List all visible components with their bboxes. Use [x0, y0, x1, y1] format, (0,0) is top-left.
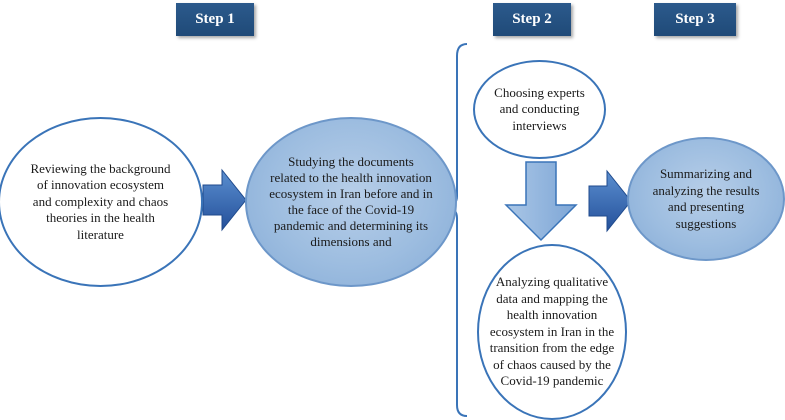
summarize-results-node: Summarizing and analyzing the results an…	[627, 137, 785, 261]
review-literature-node: Reviewing the background of innovation e…	[0, 117, 203, 287]
choose-experts-node: Choosing experts and conducting intervie…	[473, 60, 606, 159]
step-3-label: Step 3	[654, 3, 736, 36]
right-arrow-2	[588, 169, 632, 233]
down-arrow	[504, 161, 578, 242]
step-2-label: Step 2	[493, 3, 571, 36]
study-documents-text: Studying the documents related to the he…	[269, 154, 433, 249]
step-1-label: Step 1	[176, 3, 254, 36]
analyze-data-text: Analyzing qualitative data and mapping t…	[489, 274, 615, 389]
review-literature-text: Reviewing the background of innovation e…	[30, 160, 171, 242]
choose-experts-text: Choosing experts and conducting intervie…	[494, 84, 585, 133]
summarize-results-text: Summarizing and analyzing the results an…	[652, 166, 760, 231]
study-documents-node: Studying the documents related to the he…	[245, 117, 457, 287]
analyze-data-node: Analyzing qualitative data and mapping t…	[477, 244, 627, 420]
right-arrow-1	[202, 168, 247, 232]
